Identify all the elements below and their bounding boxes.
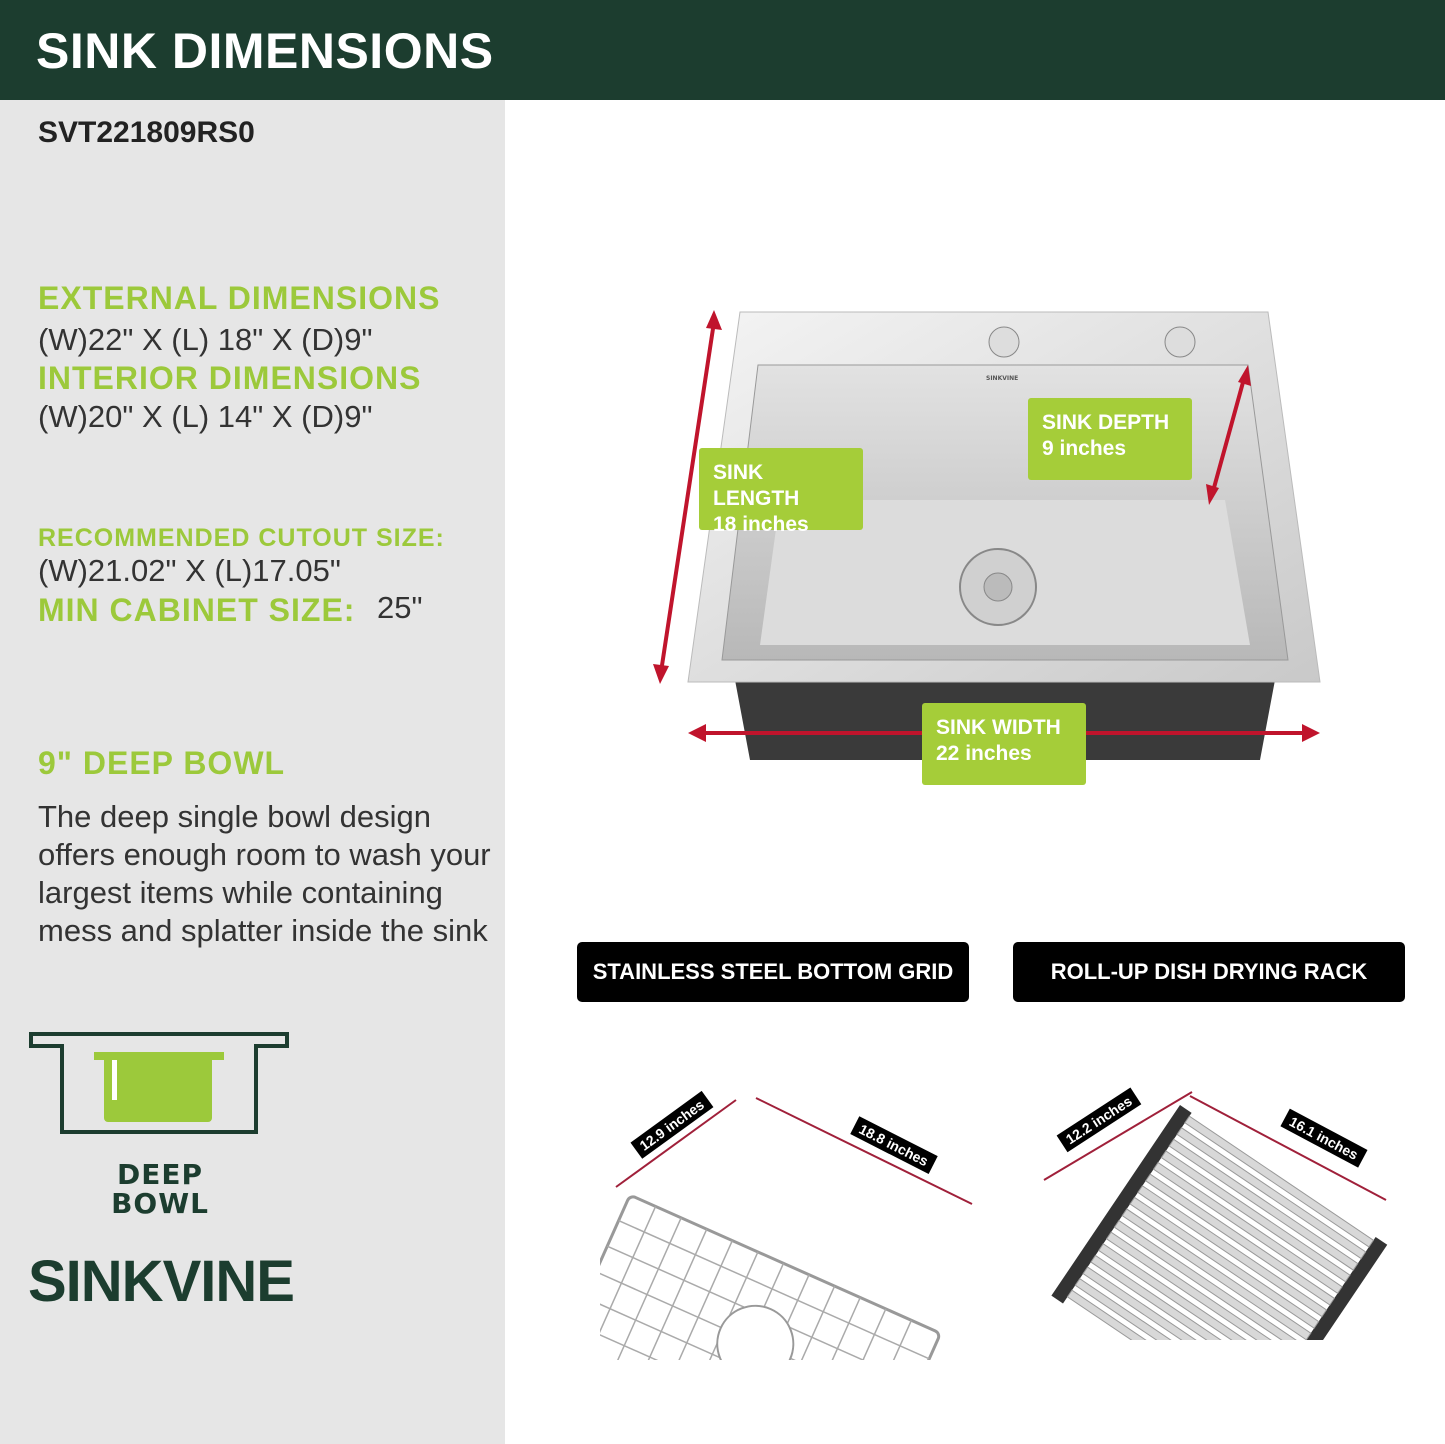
width-value: 22 inches — [936, 742, 1032, 765]
width-title: SINK WIDTH — [936, 716, 1061, 739]
feature-title: 9" DEEP BOWL — [38, 745, 286, 781]
interior-label: INTERIOR DIMENSIONS — [38, 360, 422, 396]
sink-depth-tag: SINK DEPTH 9 inches — [1028, 398, 1192, 480]
header-bar: SINK DIMENSIONS — [0, 0, 1445, 100]
sink-length-tag: SINK LENGTH 18 inches — [699, 448, 863, 536]
external-value: (W)22" X (L) 18" X (D)9" — [38, 322, 373, 357]
drying-rack-image — [1043, 1091, 1388, 1340]
bottom-grid-label: STAINLESS STEEL BOTTOM GRID — [577, 942, 969, 1002]
depth-title: SINK DEPTH — [1042, 411, 1170, 434]
sink-width-tag: SINK WIDTH 22 inches — [922, 703, 1086, 785]
bottom-grid-image — [600, 1097, 973, 1360]
external-label: EXTERNAL DIMENSIONS — [38, 280, 441, 316]
feature-description: The deep single bowl design offers enoug… — [38, 799, 491, 948]
depth-value: 9 inches — [1042, 437, 1127, 460]
cabinet-label: MIN CABINET SIZE: — [38, 592, 356, 628]
cutout-value: (W)21.02" X (L)17.05" — [38, 553, 341, 588]
deep-bowl-label-1: DEEP — [116, 1158, 204, 1191]
sink-brand-stamp: SINKVINE — [986, 375, 1019, 382]
page-title: SINK DIMENSIONS — [36, 23, 494, 79]
cabinet-value: 25" — [377, 590, 423, 625]
model-number: SVT221809RS0 — [38, 116, 255, 149]
length-value: 18 inches — [713, 513, 809, 536]
spec-panel — [0, 100, 505, 1444]
sinkvine-logo: SINKVINE — [28, 1249, 295, 1314]
interior-value: (W)20" X (L) 14" X (D)9" — [38, 399, 373, 434]
length-title: SINK LENGTH — [713, 461, 800, 510]
dimension-arrows — [653, 310, 1320, 742]
cutout-label: RECOMMENDED CUTOUT SIZE: — [38, 524, 445, 552]
deep-bowl-icon — [29, 1032, 289, 1134]
drying-rack-label: ROLL-UP DISH DRYING RACK — [1013, 942, 1405, 1002]
deep-bowl-label-2: BOWL — [111, 1187, 209, 1220]
